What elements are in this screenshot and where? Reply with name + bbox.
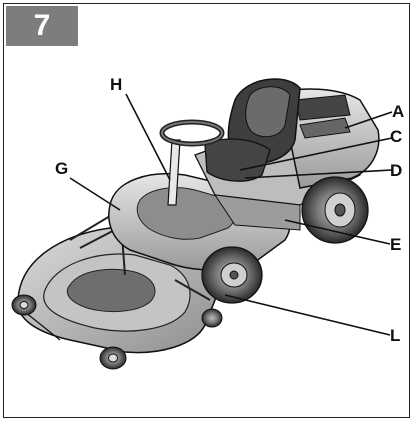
leader-c xyxy=(239,137,393,171)
front-wheel xyxy=(201,246,263,304)
leader-l xyxy=(224,294,391,336)
callout-label-h: H xyxy=(110,75,123,94)
callout-label-g: G xyxy=(55,159,69,178)
leader-d xyxy=(244,169,393,179)
callout-label-l: L xyxy=(390,326,401,345)
deck-wheel-front xyxy=(99,346,127,370)
callout-label-e: E xyxy=(390,235,402,254)
figure-number-badge: 7 xyxy=(6,6,78,46)
deck-wheel-right xyxy=(201,308,223,328)
steering-wheel xyxy=(159,119,225,147)
deck-wheel-left xyxy=(11,294,37,316)
seat xyxy=(204,78,301,182)
rear-wheel xyxy=(301,176,369,244)
leader-h xyxy=(125,93,171,181)
leader-g xyxy=(69,177,121,211)
callout-label-a: A xyxy=(392,102,405,121)
leader-a xyxy=(344,111,393,129)
callout-label-d: D xyxy=(390,161,403,180)
leader-e xyxy=(284,219,391,245)
steering-column xyxy=(167,139,181,206)
callout-label-c: C xyxy=(390,127,403,146)
callout-leaders xyxy=(69,93,393,336)
